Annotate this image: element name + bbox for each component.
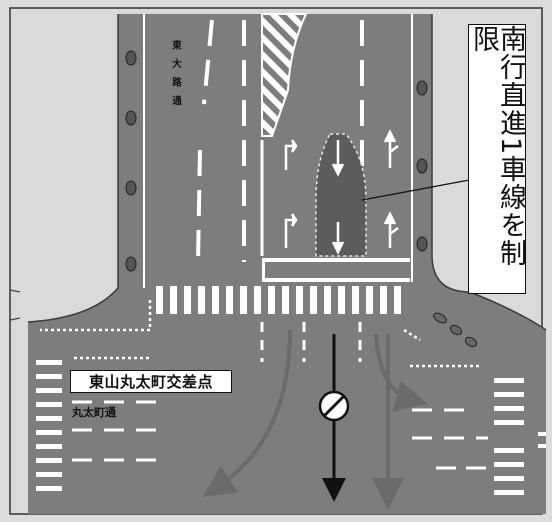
label-leader-line (361, 177, 481, 201)
intersection-label-text: 東山丸太町交差点 (88, 373, 213, 391)
intersection-label: 東山丸太町交差点 (70, 370, 232, 393)
west-curb (27, 14, 119, 323)
north-road-label: 東大路通 (168, 40, 182, 118)
left-turn-arrow (202, 329, 292, 497)
shrub-icon (433, 312, 478, 348)
restricted-lane (315, 133, 367, 257)
restriction-label-text: 南行直進1車線を制限 (468, 25, 526, 268)
tree-icon (125, 50, 428, 272)
right-turn-arrow (374, 333, 428, 412)
left-panel-edge (9, 8, 21, 293)
restriction-label: 南行直進1車線を制限 (468, 24, 526, 294)
west-road-label: 丸太町通 (72, 406, 116, 419)
north-crosswalk (156, 286, 401, 314)
north-road-label-text: 東大路通 (170, 40, 181, 114)
east-crosswalk (494, 378, 524, 495)
west-lane-dashes (72, 400, 156, 462)
zebra-island (261, 13, 308, 137)
junction-lane-dashes (260, 322, 362, 362)
no-entry-sign-icon (318, 390, 350, 422)
west-crosswalk (36, 360, 62, 491)
dotted-guides (40, 300, 480, 368)
lane-arrow-icon (284, 129, 399, 255)
